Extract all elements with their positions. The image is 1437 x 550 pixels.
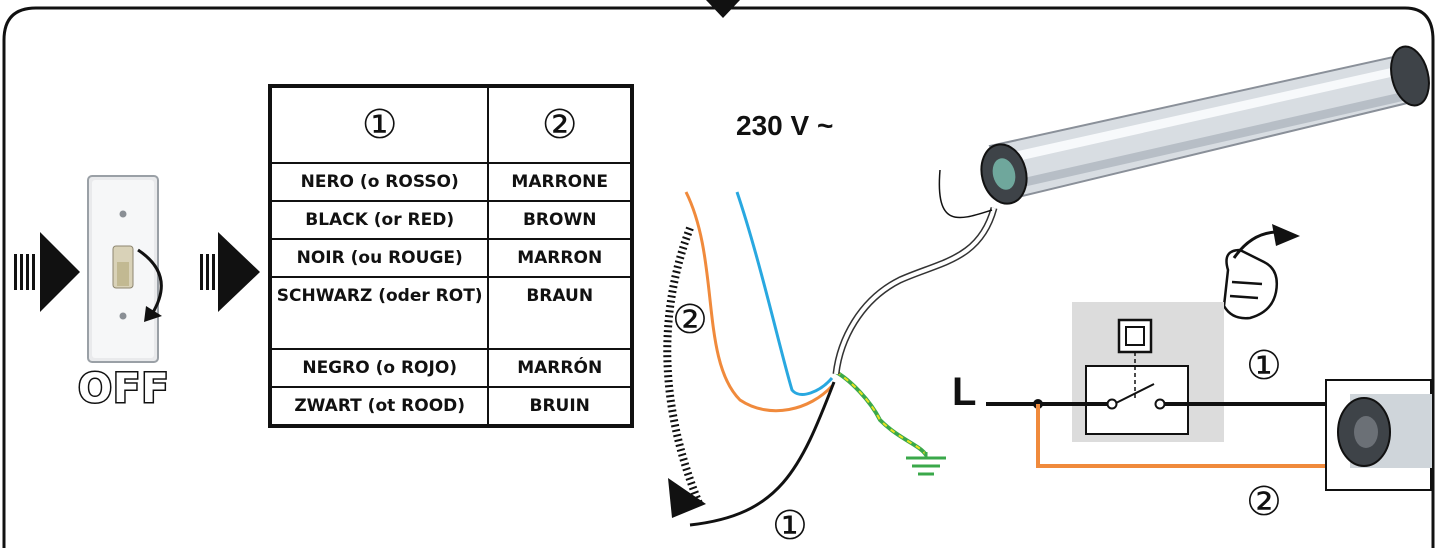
off-label: OFF: [77, 365, 171, 414]
line-wire-brown: [1036, 404, 1328, 468]
wire-2-brown: [684, 191, 834, 413]
table-cell: NOIR (ou ROUGE): [268, 238, 490, 278]
table-cell: NEGRO (o ROJO): [268, 348, 490, 388]
wall-switch-icon: [87, 175, 163, 363]
top-arrow-icon: [706, 0, 740, 18]
wire-2-label: ②: [672, 297, 708, 343]
tubular-motor-icon: [980, 45, 1430, 205]
table-cell: MARRON: [487, 238, 633, 278]
table-row: ZWART (ot ROOD) BRUIN: [268, 386, 633, 427]
header-wire-2: ②: [487, 85, 633, 164]
wire-1-black: [689, 381, 836, 527]
arrow-out-icon: [200, 232, 260, 312]
hand-press-icon: [1222, 230, 1279, 320]
table-cell: BRAUN: [487, 276, 633, 350]
wire-color-table: ① ② NERO (o ROSSO) MARRONE BLACK (or RED…: [268, 84, 634, 428]
wire-neutral-blue: [735, 191, 834, 396]
table-cell: NERO (o ROSSO): [268, 162, 490, 202]
circuit-wire-1-label: ①: [1246, 343, 1282, 389]
motor-cable: [832, 207, 998, 375]
line-label: L: [952, 370, 977, 414]
voltage-label: 230 V ~: [736, 110, 834, 141]
hand-arrow-icon: [1272, 224, 1300, 246]
table-cell: MARRONE: [487, 162, 633, 202]
bend-arrowhead-icon: [668, 478, 706, 518]
table-cell: ZWART (ot ROOD): [268, 386, 490, 427]
wire-earth: [834, 370, 928, 457]
motor-end-inset-icon: [1325, 379, 1432, 491]
table-row: BLACK (or RED) BROWN: [268, 200, 633, 240]
motor-thin-wire: [938, 169, 993, 219]
table-cell: SCHWARZ (oder ROT): [268, 276, 490, 350]
bend-arrow-icon: [663, 226, 704, 508]
wire-1-label: ①: [772, 503, 808, 549]
header-wire-1: ①: [268, 85, 490, 164]
table-row: NOIR (ou ROUGE) MARRON: [268, 238, 633, 278]
arrow-in-icon: [14, 232, 80, 312]
wall-button-box-icon: [1072, 302, 1224, 442]
motor-cable-core: [834, 207, 996, 375]
circuit-wire-2-label: ②: [1246, 479, 1282, 525]
table-header: ① ②: [268, 85, 633, 164]
table-row: NERO (o ROSSO) MARRONE: [268, 162, 633, 202]
table-cell: BROWN: [487, 200, 633, 240]
table-cell: BLACK (or RED): [268, 200, 490, 240]
wire-earth-stripe: [835, 371, 927, 456]
table-row: SCHWARZ (oder ROT) BRAUN: [268, 276, 633, 350]
table-cell: BRUIN: [487, 386, 633, 427]
table-cell: MARRÓN: [487, 348, 633, 388]
earth-symbol-icon: [906, 452, 946, 476]
table-row: NEGRO (o ROJO) MARRÓN: [268, 348, 633, 388]
